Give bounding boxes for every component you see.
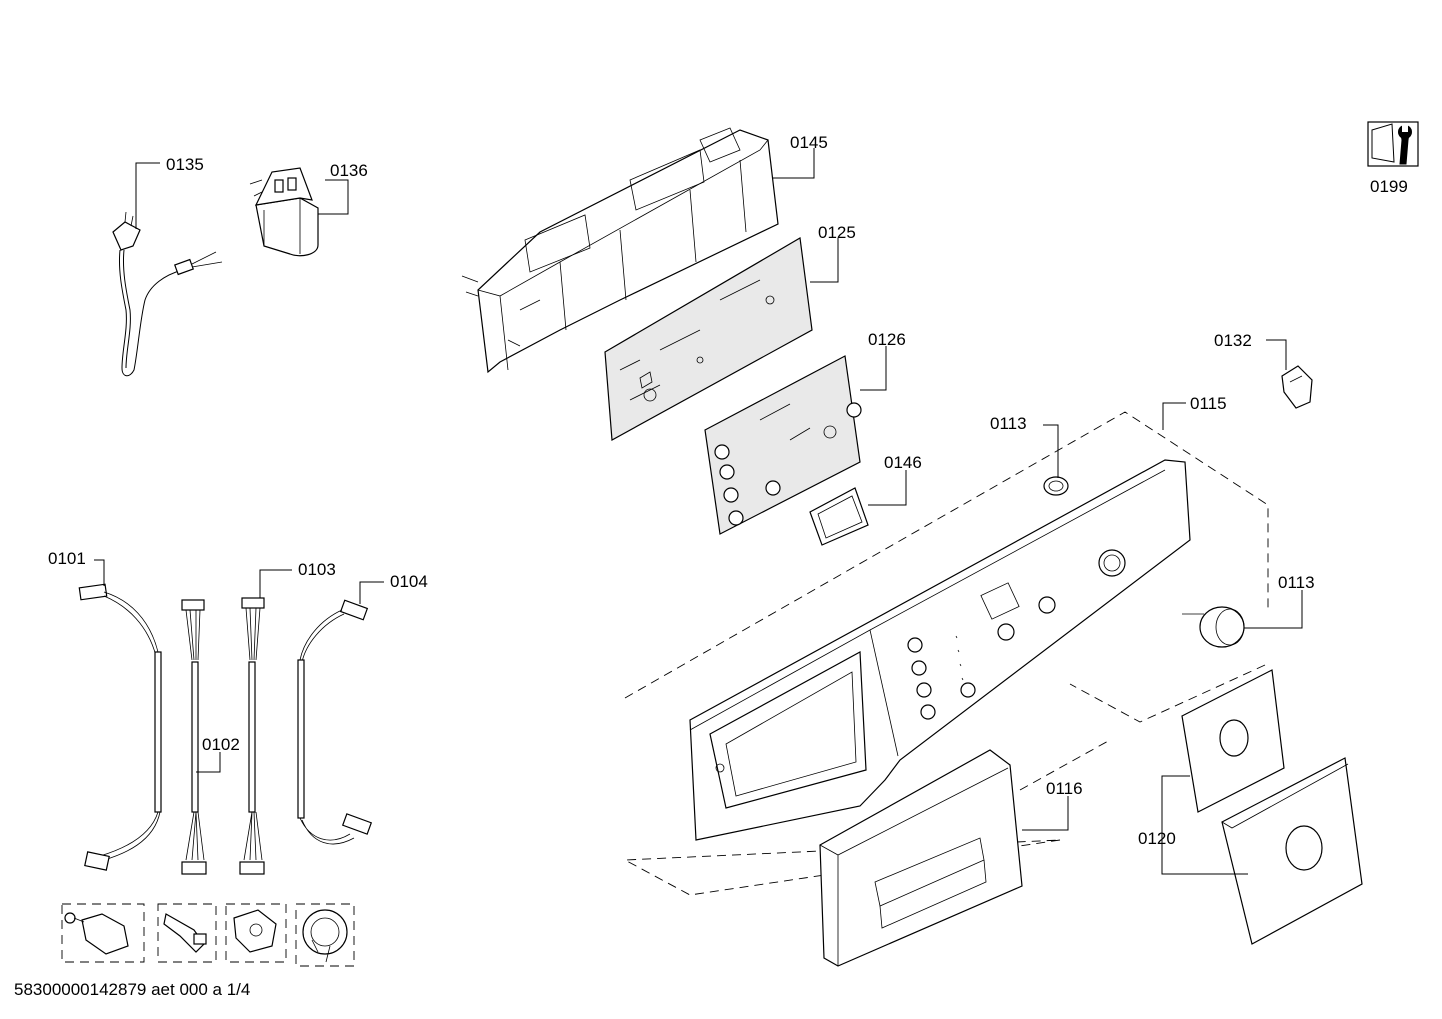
label-0136: 0136	[330, 161, 368, 180]
wrench-icon	[1367, 121, 1419, 167]
part-main-pcb	[604, 237, 813, 441]
part-display-window	[809, 487, 869, 546]
label-0113-top: 0113	[990, 414, 1027, 433]
leader-0102	[196, 752, 221, 773]
part-control-panel	[689, 459, 1191, 841]
part-valve-box-2	[157, 903, 217, 963]
part-decor-plate	[1181, 669, 1363, 945]
leader-0116	[1022, 796, 1069, 831]
leader-0132	[1266, 339, 1287, 370]
part-button-pcb	[704, 355, 862, 535]
part-clip	[1281, 365, 1313, 409]
part-power-cord	[112, 162, 223, 377]
leader-0103	[259, 569, 292, 598]
part-pressure-switch-box	[295, 903, 355, 967]
leader-0101	[94, 559, 105, 586]
document-footer: 58300000142879 aet 000 a 1/4	[14, 980, 251, 999]
part-harness-0102	[181, 599, 207, 875]
leader-0113-top	[1043, 424, 1059, 478]
label-0199: 0199	[1370, 177, 1408, 196]
leader-0126	[860, 346, 887, 391]
leader-0115	[1162, 402, 1186, 430]
leader-0145	[772, 148, 815, 179]
label-0103: 0103	[298, 560, 336, 579]
label-0116: 0116	[1046, 779, 1083, 798]
leader-0113-right	[1244, 590, 1303, 629]
part-knob-ring	[1043, 476, 1069, 496]
label-0132: 0132	[1214, 331, 1252, 350]
leader-0104	[359, 581, 384, 604]
label-0120: 0120	[1138, 829, 1176, 848]
part-valve-box-3	[225, 903, 287, 963]
label-0126: 0126	[868, 330, 906, 349]
label-0113-right: 0113	[1278, 573, 1315, 592]
leader-0125	[810, 238, 839, 283]
part-suppression-filter	[249, 167, 349, 257]
leader-0146	[868, 470, 907, 506]
label-0135: 0135	[166, 155, 204, 174]
label-0145: 0145	[790, 133, 828, 152]
part-valve-box-1	[61, 903, 145, 963]
part-harness-0103	[239, 597, 265, 875]
part-drawer-handle	[819, 749, 1023, 967]
part-control-module-housing	[461, 127, 779, 374]
leader-0120	[1161, 775, 1248, 875]
assembly-outline	[623, 411, 1269, 896]
part-harness-0104	[297, 599, 373, 845]
label-0146: 0146	[884, 453, 922, 472]
label-0115: 0115	[1190, 394, 1227, 413]
part-harness-0101	[78, 583, 162, 871]
label-0102: 0102	[202, 735, 240, 754]
label-0101: 0101	[48, 549, 86, 568]
label-0125: 0125	[818, 223, 856, 242]
label-0104: 0104	[390, 572, 428, 591]
part-program-knob	[1182, 606, 1245, 648]
